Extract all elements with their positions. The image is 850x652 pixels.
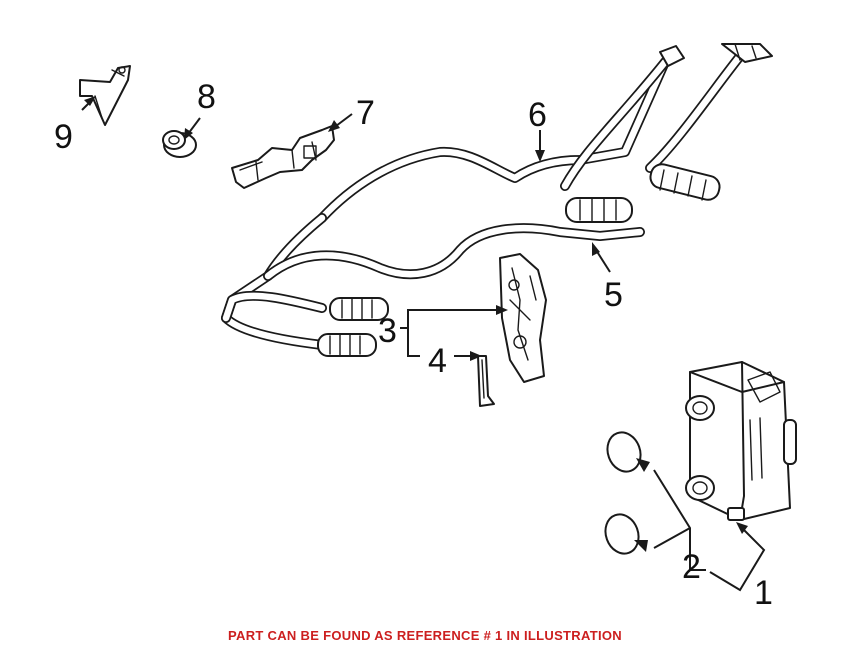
part-1-oil-cooler [685,361,797,521]
part-3-line-bracket [499,253,547,383]
part-2-seal-rings [604,431,642,555]
part-9-bracket [79,65,131,126]
hose-end-right [649,163,721,201]
leader-lines [81,96,766,592]
callout-6: 6 [528,96,547,134]
callout-7: 7 [356,94,375,132]
part-6-upper-cooler-line [221,45,685,350]
part-4-clip [477,355,495,407]
part-7-mounting-bracket [231,125,335,189]
callout-5: 5 [604,276,623,314]
part-5-lower-cooler-line [221,43,773,323]
callout-1: 1 [754,574,773,612]
hose-end-lower [317,333,377,357]
callout-8: 8 [197,78,216,116]
callout-labels: 9 8 7 6 5 3 4 2 1 [54,78,773,612]
callout-4: 4 [428,342,447,380]
part-8-grommet [162,130,197,158]
callout-3: 3 [378,312,397,350]
reference-note: PART CAN BE FOUND AS REFERENCE # 1 IN IL… [228,628,622,643]
hose-end-upper [329,297,389,321]
callout-2: 2 [682,548,701,586]
hose-end-middle [565,197,633,223]
callout-9: 9 [54,118,73,156]
